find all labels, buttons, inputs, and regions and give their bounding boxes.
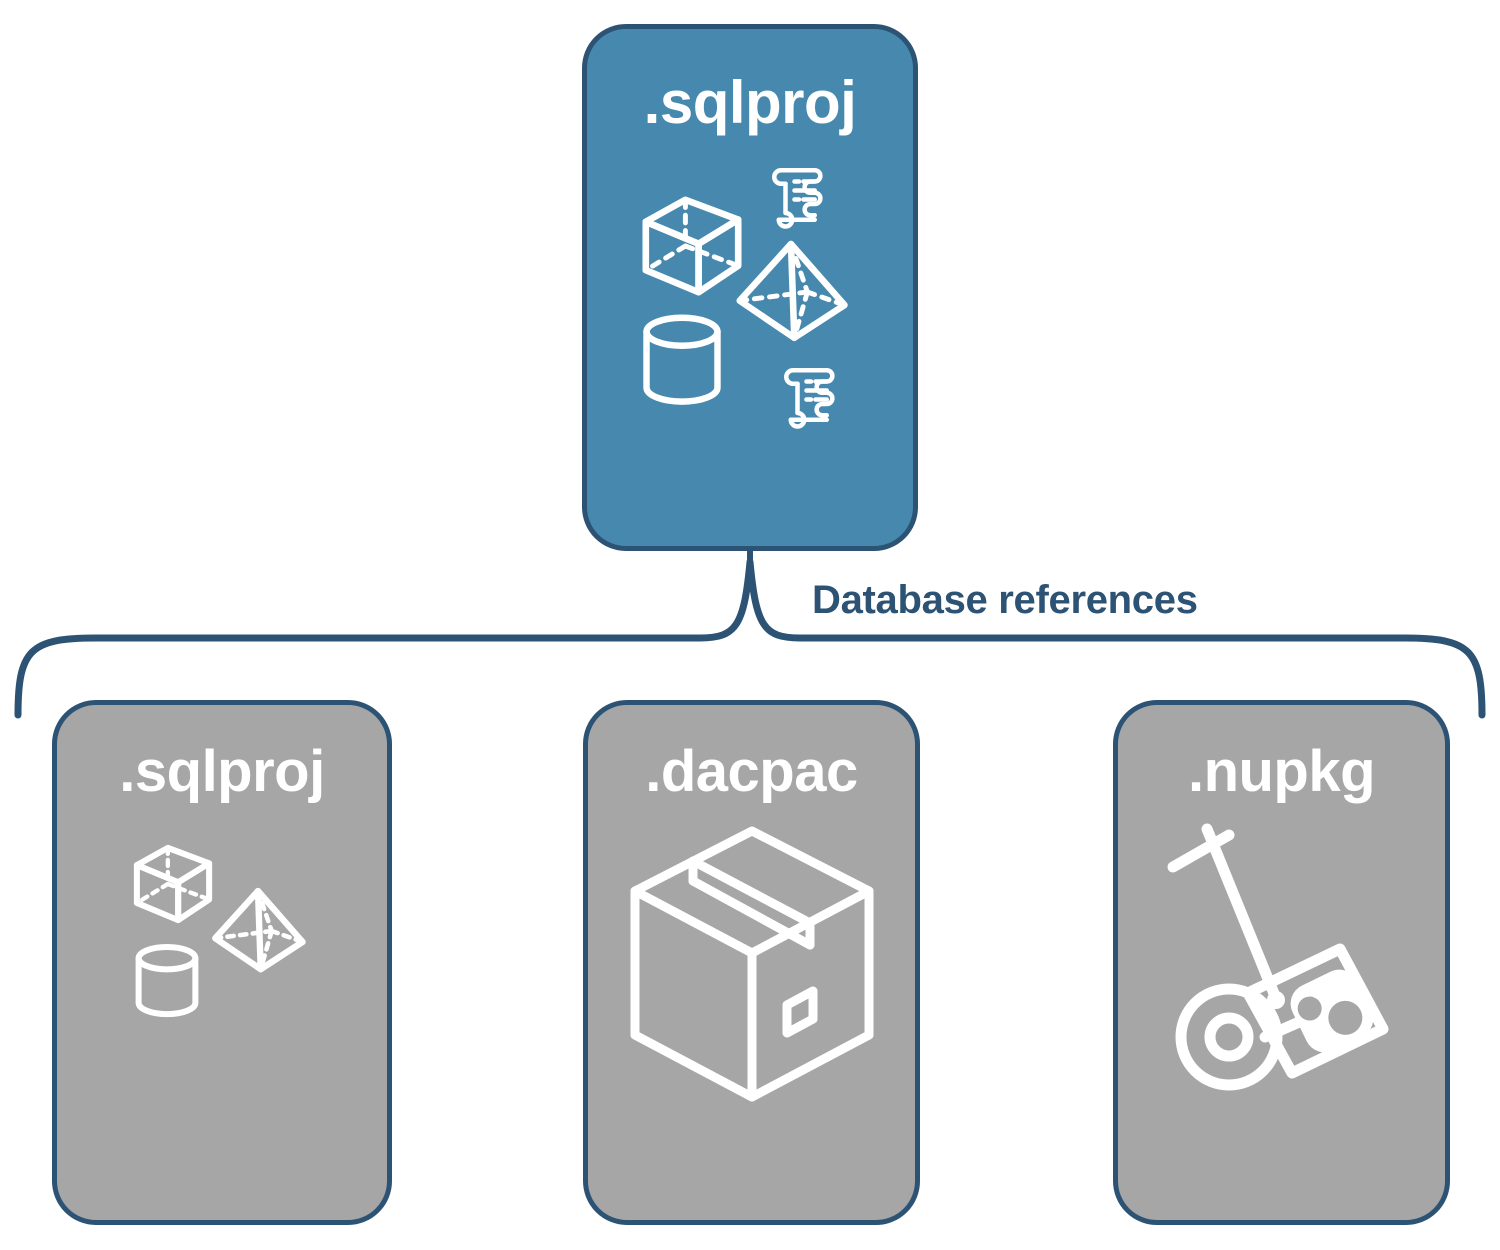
- reference-icon-group-sqlproj: [112, 823, 332, 1053]
- source-node-label: .sqlproj: [643, 69, 857, 136]
- reference-node-dacpac[interactable]: .dacpac: [583, 700, 920, 1225]
- reference-icon-group-nupkg: [1157, 823, 1407, 1101]
- reference-node-label-dacpac: .dacpac: [645, 739, 858, 804]
- reference-icon-group-dacpac: [627, 823, 877, 1105]
- cardboard-box-icon: [627, 823, 877, 1105]
- hand-truck-package-icon: [1157, 823, 1407, 1101]
- database-references-label: Database references: [812, 578, 1198, 622]
- reference-node-sqlproj[interactable]: .sqlproj: [52, 700, 392, 1225]
- source-node-sqlproj[interactable]: .sqlproj: [582, 24, 918, 551]
- reference-node-label-nupkg: .nupkg: [1187, 739, 1376, 804]
- reference-node-label-sqlproj: .sqlproj: [119, 739, 325, 804]
- reference-node-nupkg[interactable]: .nupkg: [1113, 700, 1450, 1225]
- source-node-icon-group: [635, 159, 865, 439]
